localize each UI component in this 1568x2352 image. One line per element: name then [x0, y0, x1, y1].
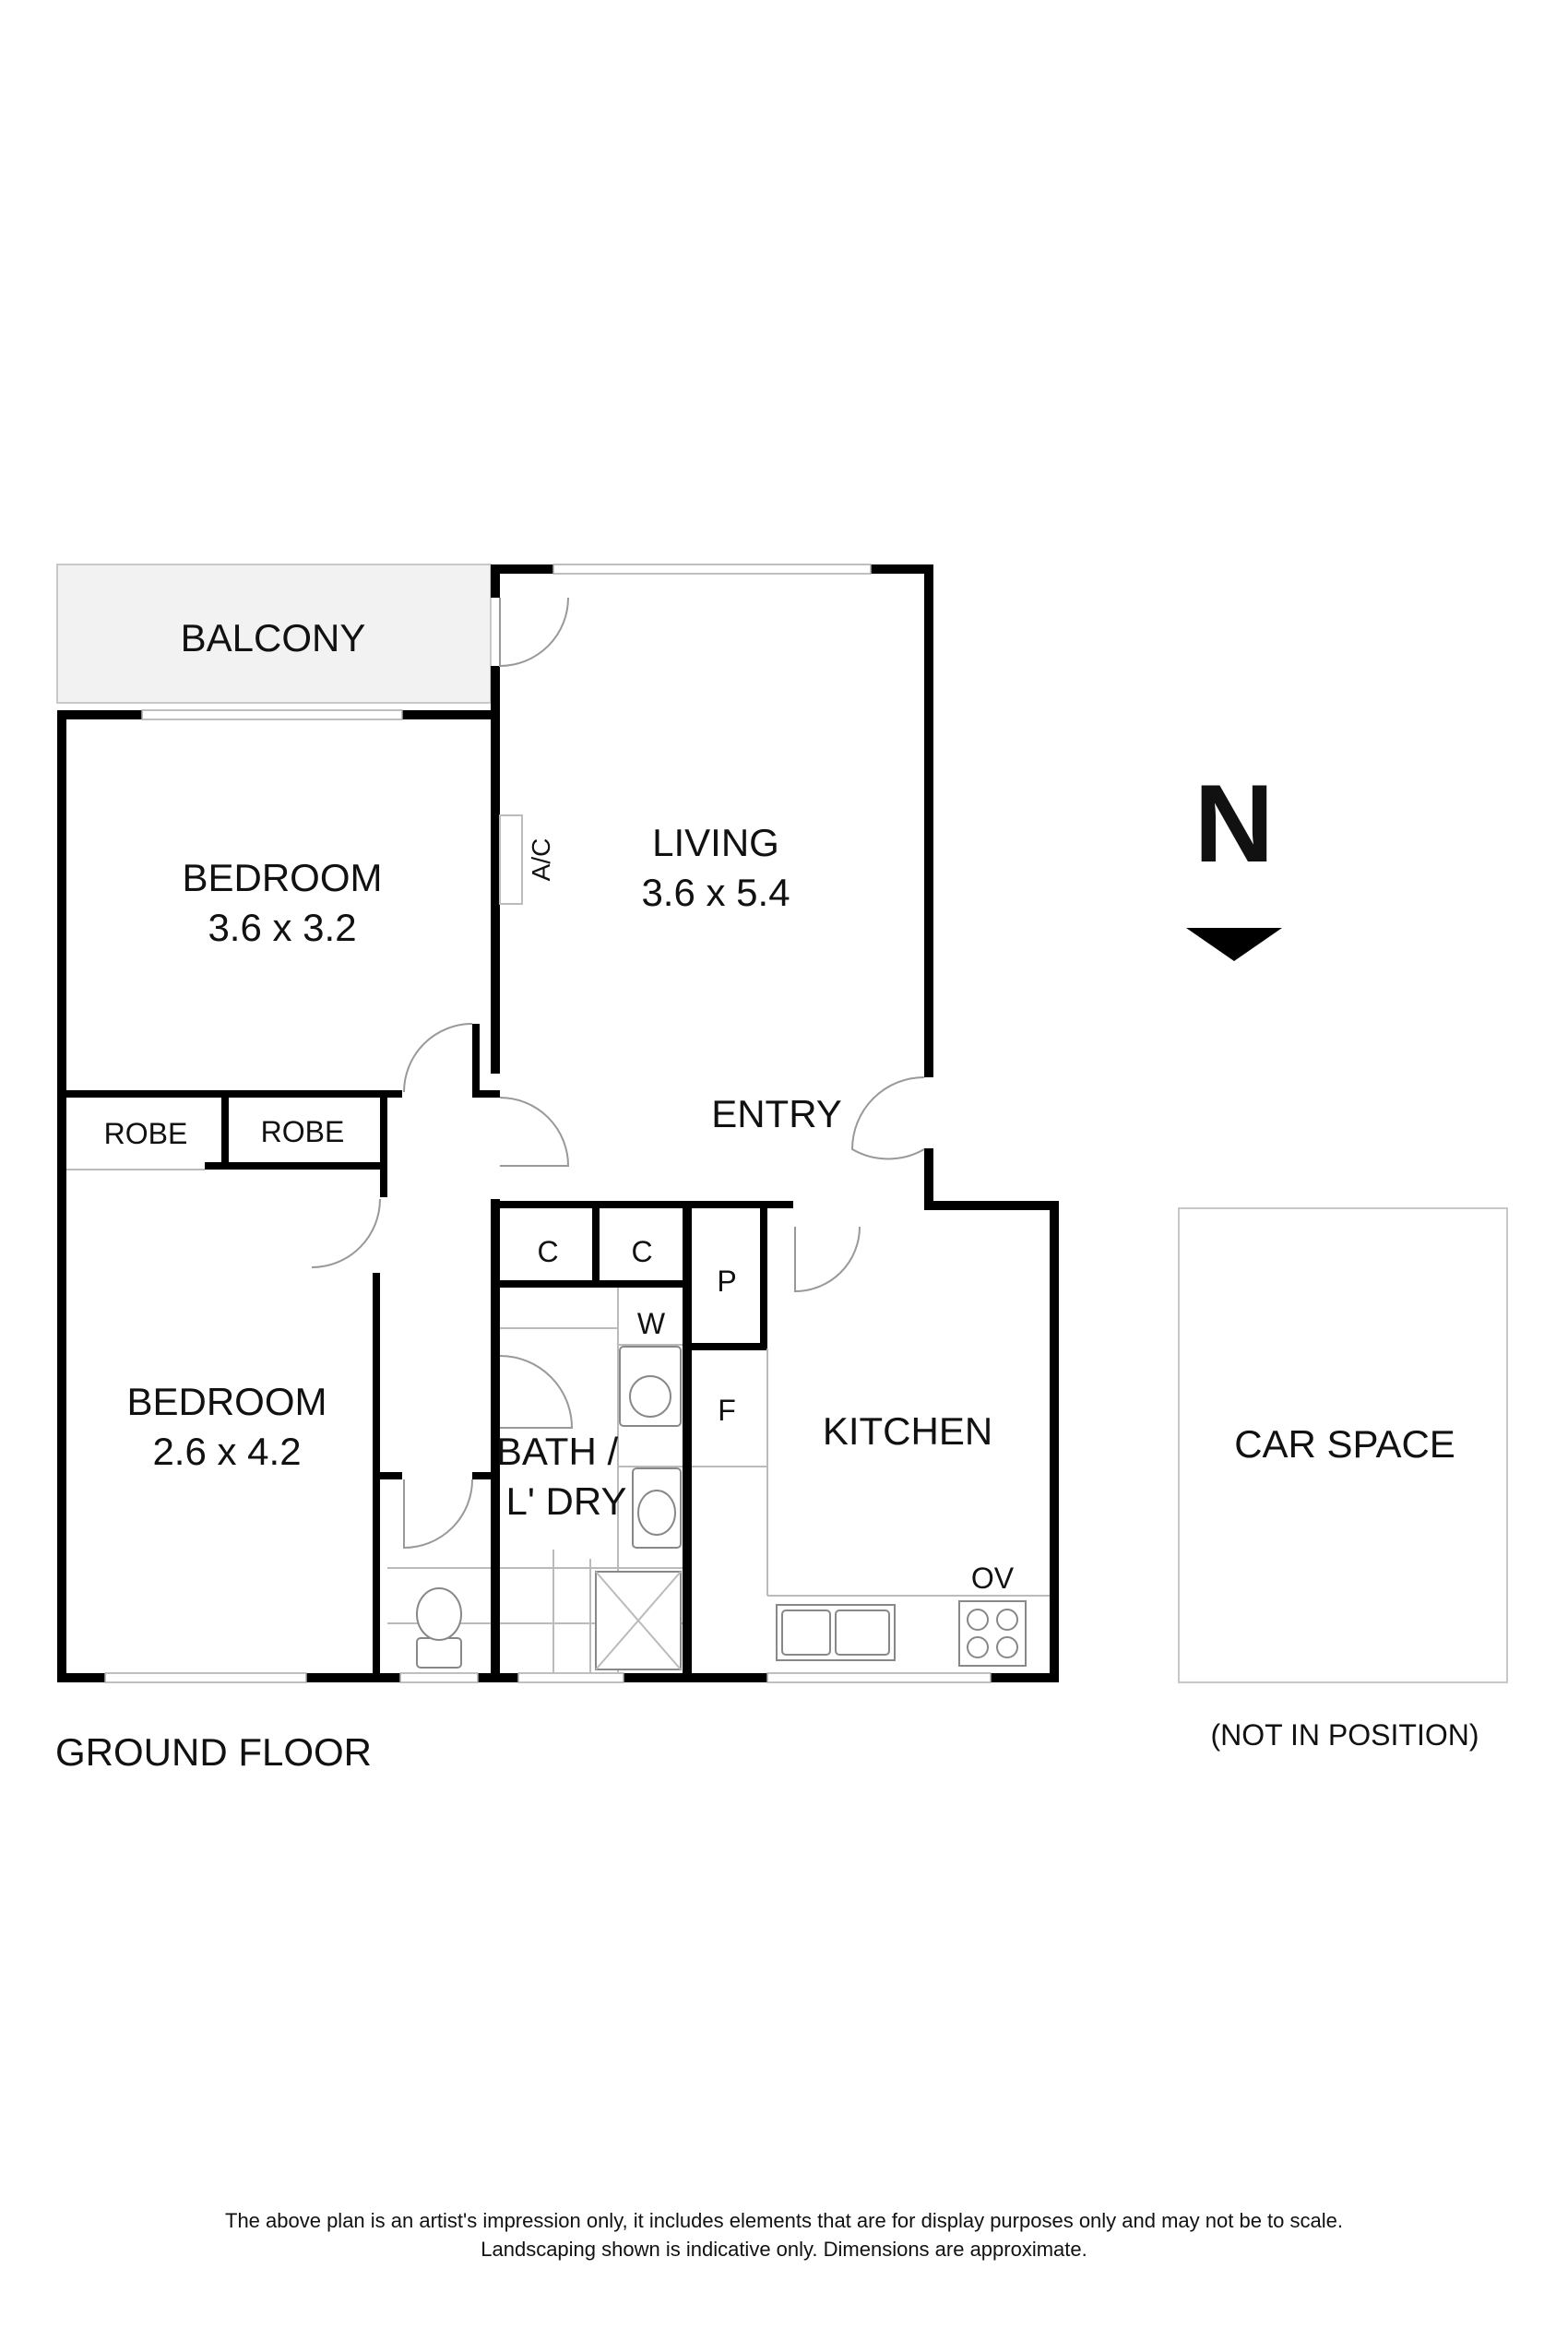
- label-bedroom-2-dims: 2.6 x 4.2: [152, 1430, 301, 1473]
- disclaimer: The above plan is an artist's impression…: [0, 2206, 1568, 2263]
- north-arrow-icon: [1186, 928, 1282, 961]
- label-pantry: P: [717, 1265, 736, 1298]
- label-entry: ENTRY: [711, 1092, 842, 1135]
- label-fridge: F: [718, 1394, 736, 1427]
- label-aircon: A/C: [527, 838, 555, 882]
- interior-walls: [57, 1024, 793, 1682]
- label-robe-2: ROBE: [261, 1115, 345, 1148]
- label-bath-line-1: BATH /: [496, 1430, 619, 1473]
- label-car-space: CAR SPACE: [1234, 1422, 1455, 1466]
- label-bath-line-2: L' DRY: [506, 1479, 627, 1523]
- label-bedroom-1-dims: 3.6 x 3.2: [208, 906, 356, 949]
- car-space-outline: [1178, 1207, 1508, 1683]
- label-living-dims: 3.6 x 5.4: [641, 871, 790, 914]
- label-cupboard-1: C: [537, 1235, 558, 1268]
- label-floor: GROUND FLOOR: [55, 1730, 372, 1774]
- label-balcony: BALCONY: [181, 616, 366, 659]
- compass: N: [1186, 762, 1282, 961]
- label-car-space-note: (NOT IN POSITION): [1211, 1718, 1479, 1752]
- label-living: LIVING: [652, 821, 779, 864]
- label-oven: OV: [971, 1562, 1015, 1595]
- label-robe-1: ROBE: [104, 1117, 188, 1150]
- disclaimer-line-1: The above plan is an artist's impression…: [225, 2209, 1343, 2232]
- balcony-area: [56, 564, 492, 704]
- label-kitchen: KITCHEN: [823, 1409, 992, 1453]
- label-washer: W: [637, 1307, 666, 1340]
- label-cupboard-2: C: [631, 1235, 652, 1268]
- label-bedroom-2: BEDROOM: [126, 1380, 327, 1423]
- fixtures: [416, 1346, 1027, 1670]
- compass-letter: N: [1194, 762, 1275, 885]
- windows: [104, 564, 992, 1683]
- door-swings: [311, 597, 925, 1550]
- label-bedroom-1: BEDROOM: [182, 856, 382, 899]
- disclaimer-line-2: Landscaping shown is indicative only. Di…: [481, 2238, 1087, 2261]
